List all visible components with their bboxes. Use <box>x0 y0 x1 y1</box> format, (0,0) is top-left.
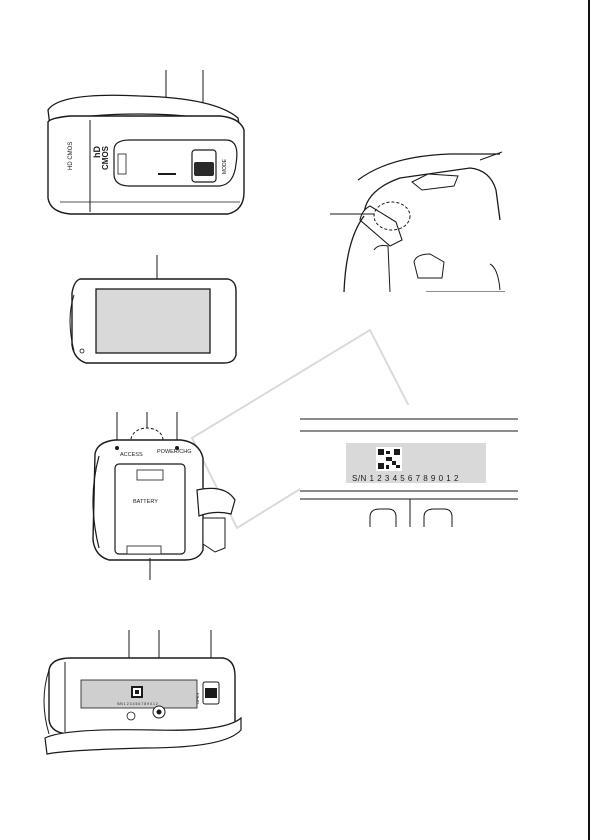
serial-closeup-figure: S/N 1 2 3 4 5 6 7 8 9 0 1 2 <box>300 405 518 527</box>
bottom-view-figure: S/N 1 2 3 4 5 6 7 8 9 0 1 2 OPEN <box>43 630 242 755</box>
serial-number-text: S/N 1 2 3 4 5 6 7 8 9 0 1 2 <box>352 474 459 483</box>
tripod-socket-left <box>369 508 397 527</box>
lcd-screen <box>95 288 211 354</box>
top-view-figure: MODE HD CMOS hD CMOS <box>47 70 245 215</box>
hand-strap <box>196 487 236 517</box>
grip-element <box>413 253 445 279</box>
detail-view-figure <box>330 151 505 292</box>
brand-hd-logo: hD <box>92 146 102 158</box>
top-control-panel <box>113 139 238 187</box>
top-button <box>411 173 459 191</box>
page-edge-rule <box>588 0 590 840</box>
battery-terminal <box>136 469 164 481</box>
brand-cmos-logo: CMOS <box>101 145 110 170</box>
tripod-socket-right <box>423 508 453 527</box>
battery-label: BATTERY <box>133 499 158 505</box>
bottom-serial-text: S/N 1 2 3 4 5 6 7 8 9 0 1 2 <box>117 702 158 706</box>
serial-qr-code <box>376 447 402 471</box>
mode-switch-text: MODE <box>222 158 228 174</box>
power-chg-indicator-label: POWER/CHG <box>157 449 192 455</box>
back-view-figure: ACCESS POWER/CHG BATTERY <box>92 412 236 580</box>
bottom-strap <box>44 716 242 755</box>
release-switch-text: OPEN <box>195 693 200 704</box>
mode-switch-knob <box>194 162 214 176</box>
detail-highlight-circle <box>373 201 411 231</box>
side-text: HD CMOS <box>68 142 74 170</box>
access-indicator-label: ACCESS <box>120 452 143 458</box>
serial-label-panel <box>346 443 486 483</box>
camera-corner-outline <box>363 167 501 221</box>
hyper-logo-block <box>117 153 127 175</box>
lcd-view-figure <box>69 255 237 364</box>
